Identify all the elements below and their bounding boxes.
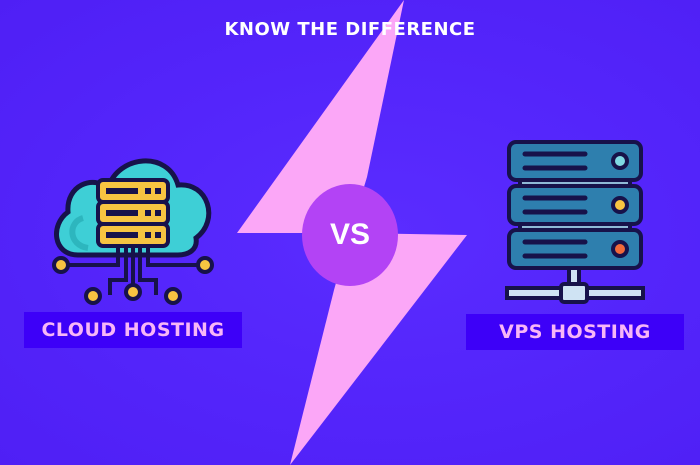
server-rack-icon (505, 140, 645, 304)
vs-badge: VS (302, 184, 398, 286)
page-title: KNOW THE DIFFERENCE (224, 19, 476, 40)
cloud-hosting-label: CLOUD HOSTING (24, 312, 242, 348)
cloud-server-icon (52, 158, 214, 305)
vps-hosting-label: VPS HOSTING (466, 314, 684, 350)
